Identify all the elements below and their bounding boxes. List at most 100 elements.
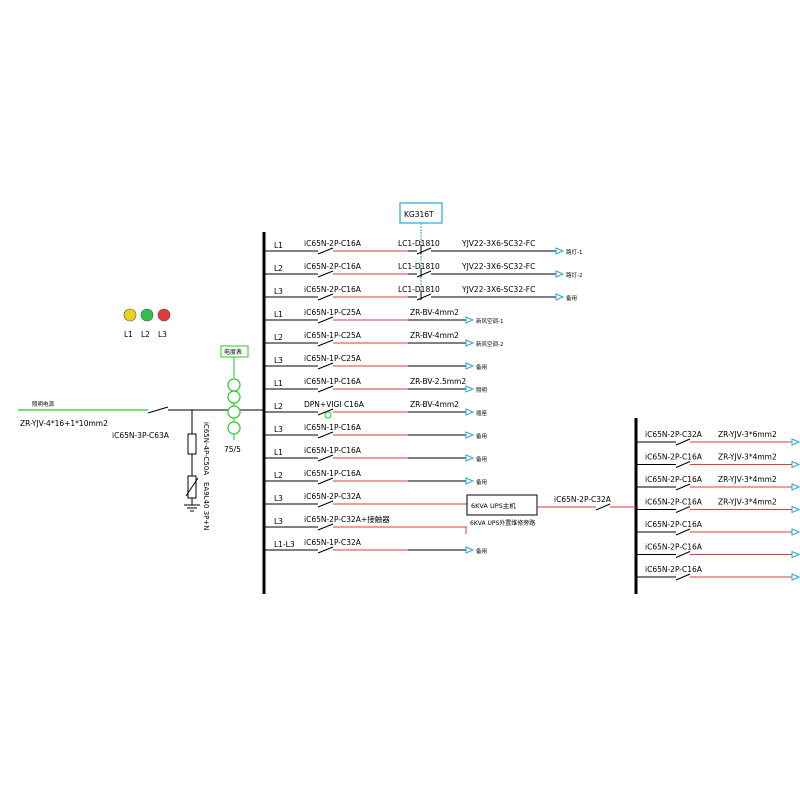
spd-breaker: iC65N-4P-C50A [202, 422, 210, 475]
breaker-contact [675, 483, 691, 491]
phase-label: L2 [274, 264, 283, 273]
phase-label: L2 [274, 333, 283, 342]
phase-label: L3 [274, 517, 283, 526]
breaker-label: iC65N-2P-C32A [304, 492, 362, 501]
circuit-row: L3 iC65N-2P-C32A [264, 492, 467, 508]
rcd-icon [324, 411, 332, 419]
contactor-contact [416, 247, 432, 255]
breaker-contact [317, 500, 334, 508]
outlet-arrow-icon [791, 505, 800, 514]
ups-sub-row: iC65N-2P-C16A ZR-YJV-3*4mm2 [636, 453, 800, 469]
cable-label: ZR-BV-4mm2 [410, 400, 459, 409]
spd-fuse [187, 433, 197, 455]
outlet-arrow-icon [791, 573, 800, 581]
ups-main-label: 6KVA UPS主机 [471, 501, 516, 510]
phase-lamp-l1: L1 [123, 308, 137, 339]
outlet-arrow-icon [791, 528, 800, 536]
load-label: 备用 [476, 478, 487, 486]
load-label: 照明 [476, 387, 488, 394]
breaker-contact [317, 316, 334, 324]
load-label: 备用 [476, 547, 487, 555]
breaker-contact [317, 247, 334, 255]
contactor-contact [416, 270, 432, 278]
breaker-label: iC65N-2P-C16A [645, 475, 703, 484]
phase-label: L2 [274, 402, 283, 411]
outlet-arrow-icon [465, 385, 475, 393]
phase-label: L3 [274, 356, 283, 365]
lamp-icon [140, 308, 154, 322]
breaker-label: iC65N-1P-C25A [304, 354, 362, 363]
breaker-label: iC65N-2P-C32A [645, 430, 703, 439]
contactor-label: LC1-D1810 [398, 285, 440, 294]
breaker-contact [317, 454, 334, 462]
contactor-contact [416, 293, 432, 301]
load-label: 备用 [476, 455, 487, 463]
breaker-contact [317, 270, 334, 278]
load-label: 新风空调-1 [476, 317, 503, 325]
meter-label: 电度表 [224, 348, 242, 356]
spd-arrester: EA9L40 3P+N [202, 482, 210, 530]
cable-label: YJV22-3X6-SC32-FC [461, 285, 535, 294]
ups-sub-row: iC65N-2P-C16A [636, 543, 800, 559]
outlet-arrow-icon [465, 477, 475, 485]
cable-label: ZR-YJV-3*4mm2 [718, 453, 777, 462]
ups-sub-row: iC65N-2P-C16A [636, 520, 800, 536]
breaker-contact [675, 528, 691, 536]
incoming-title: 照明电源 [32, 400, 55, 408]
breaker-label: iC65N-1P-C16A [304, 423, 362, 432]
lamp-label: L1 [124, 330, 133, 339]
load-label: 备用 [566, 294, 577, 302]
ct-3 [227, 421, 241, 435]
circuit-row: L3 iC65N-1P-C16A 备用 [264, 423, 487, 440]
circuit-row: L3 iC65N-2P-C32A+接触器 [264, 514, 467, 534]
outlet-arrow-icon [791, 483, 800, 491]
breaker-contact [675, 551, 691, 558]
load-label: 备用 [476, 432, 487, 440]
phase-lamp-l2: L2 [140, 308, 154, 339]
outlet-arrow-icon [465, 339, 475, 347]
breaker-label: iC65N-1P-C16A [304, 377, 362, 386]
breaker-label: iC65N-1P-C32A [304, 538, 362, 547]
outlet-arrow-icon [791, 438, 800, 446]
breaker-contact [675, 506, 691, 513]
breaker-label: iC65N-2P-C16A [645, 453, 703, 462]
outlet-arrow-icon [465, 408, 475, 416]
breaker-label: iC65N-1P-C25A [304, 308, 362, 317]
spd-arrester-slash [185, 477, 199, 497]
ups-out-breaker: iC65N-2P-C32A [554, 495, 612, 504]
breaker-label: iC65N-1P-C25A [304, 331, 362, 340]
meter-coil [227, 378, 241, 392]
outlet-arrow-icon [465, 546, 475, 554]
breaker-contact [675, 461, 691, 468]
phase-label: L3 [274, 287, 283, 296]
cable-label: ZR-YJV-3*4mm2 [718, 498, 777, 507]
circuit-row: L1 iC65N-1P-C25A ZR-BV-4mm2 新风空调-1 [264, 308, 503, 325]
lamp-label: L3 [158, 330, 167, 339]
ups-sub-row: iC65N-2P-C16A ZR-YJV-3*4mm2 [636, 475, 800, 491]
cable-label: ZR-BV-4mm2 [410, 308, 459, 317]
outlet-arrow-icon [465, 454, 475, 462]
phase-label: L3 [274, 494, 283, 503]
incoming-cable: ZR-YJV-4*16+1*10mm2 [20, 419, 108, 428]
phase-label: L1 [274, 241, 283, 250]
cable-label: ZR-YJV-3*4mm2 [718, 475, 777, 484]
breaker-label: iC65N-2P-C16A [645, 498, 703, 507]
phase-label: L1 [274, 310, 283, 319]
breaker-contact [317, 523, 334, 531]
outlet-arrow-icon [791, 460, 800, 469]
outlet-arrow-icon [555, 270, 565, 278]
breaker-label: iC65N-2P-C32A+接触器 [304, 514, 390, 524]
incoming-breaker: iC65N-3P-C63A [112, 431, 170, 440]
phase-label: L3 [274, 425, 283, 434]
breaker-contact [675, 438, 691, 446]
outlet-arrow-icon [791, 550, 800, 559]
